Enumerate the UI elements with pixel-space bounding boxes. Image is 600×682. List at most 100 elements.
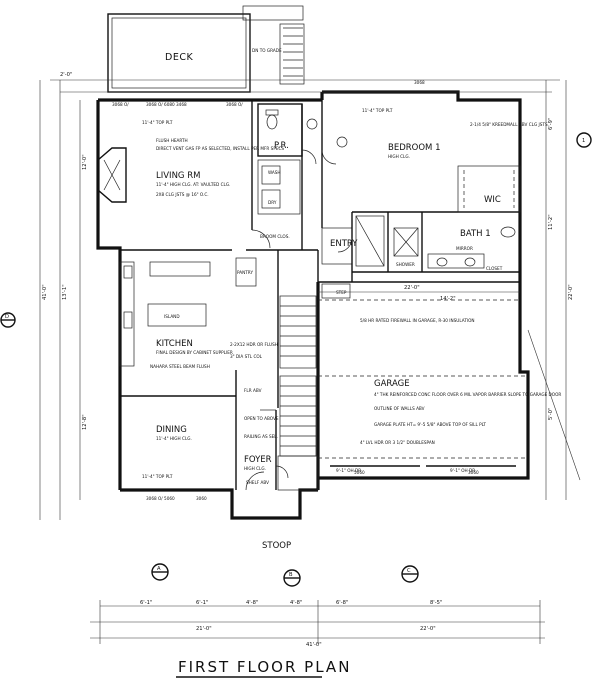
wash-label: WASH bbox=[268, 170, 281, 175]
garage-walls-above bbox=[318, 299, 528, 467]
fireplace bbox=[97, 147, 127, 203]
plan-title: FIRST FLOOR PLAN bbox=[178, 658, 351, 676]
floor-above-note: FLR ABV bbox=[244, 388, 262, 393]
top-dim: 2'-0" bbox=[60, 72, 72, 78]
wic-label: WIC bbox=[484, 195, 501, 205]
section-marker-1: 1 bbox=[576, 132, 592, 148]
window-label-3: 3068 O/ bbox=[226, 102, 243, 107]
broom-closet-label: BROOM CLOS. bbox=[260, 234, 290, 239]
living-top-plate: 11'-4" TOP PLT bbox=[142, 120, 173, 125]
dry-label: DRY bbox=[268, 200, 277, 205]
svg-text:C: C bbox=[407, 568, 411, 574]
header-note: 2-2X12 HDR OR FLUSH bbox=[230, 342, 278, 347]
island-label: ISLAND bbox=[164, 314, 180, 319]
right-dim-f: 11'-2" bbox=[548, 214, 554, 230]
fireplace-note: DIRECT VENT GAS FP AS SELECTED, INSTALL … bbox=[156, 146, 284, 151]
deck-stairs: DN TO GRADE bbox=[242, 5, 305, 85]
toilet bbox=[265, 109, 279, 130]
bedroom-label: BEDROOM 1 bbox=[388, 143, 440, 153]
dining-top-plate: 11'-4" TOP PLT bbox=[142, 474, 173, 479]
firewall-note: 5/8 HR RATED FIREWALL IN GARAGE, R-30 IN… bbox=[360, 318, 475, 323]
bottom-left-dim: 21'-0" bbox=[196, 626, 212, 632]
closet-label: CLOSET bbox=[486, 266, 503, 271]
girder-note: 4" LVL HDR OR 3 1/2" DOUBLESPAN bbox=[360, 440, 435, 445]
mirror-label: MIRROR bbox=[456, 246, 473, 251]
window-label-2: 3068 O/ 6080 3468 bbox=[146, 102, 187, 107]
svg-text:1: 1 bbox=[582, 138, 585, 144]
svg-text:B: B bbox=[289, 572, 293, 578]
bedroom-note: HIGH CLG. bbox=[388, 154, 410, 159]
garage-label: GARAGE bbox=[374, 379, 410, 389]
plate-height-note: GARAGE PLATE HT= 9'-5 5/8" ABOVE TOP OF … bbox=[374, 422, 486, 427]
powder-room-label: P.R. bbox=[274, 141, 289, 151]
section-marker-a: A bbox=[151, 563, 169, 581]
step-label: STEP bbox=[336, 290, 347, 295]
window-label-7: 5060 bbox=[354, 470, 365, 475]
dining-note: 11'-4" HIGH CLG. bbox=[156, 436, 192, 441]
kitchen-cabinets: ISLAND PANTRY bbox=[119, 257, 257, 367]
bath-label: BATH 1 bbox=[460, 229, 491, 239]
exterior-walls bbox=[96, 90, 530, 520]
section-marker-c: C bbox=[401, 565, 419, 583]
deck-label: DECK bbox=[165, 52, 193, 63]
living-rafter-note: 2X8 CLG JSTS @ 16" O.C. bbox=[156, 192, 209, 197]
garage-width-dim: 22'-0" bbox=[404, 285, 420, 291]
window-label-6: 3060 bbox=[196, 496, 207, 501]
left-dim-d: 12'-8" bbox=[82, 414, 88, 430]
bottom-dim-6: 8'-5" bbox=[430, 600, 442, 606]
stoop-label: STOOP bbox=[262, 541, 291, 551]
shelf-note: SHELF ABV bbox=[246, 480, 269, 485]
window-label-1: 3068 O/ bbox=[112, 102, 129, 107]
window-label-4: 3068 bbox=[414, 80, 425, 85]
column-note: 3" DIA STL COL bbox=[230, 354, 263, 359]
bath-fixtures bbox=[355, 215, 516, 269]
dining-label: DINING bbox=[156, 425, 187, 435]
window-label-8: 3060 bbox=[468, 470, 479, 475]
garage-door-1-label: 9'-1" OH DR bbox=[336, 468, 361, 473]
left-total-dim: 41'-0" bbox=[42, 284, 48, 300]
svg-text:A: A bbox=[157, 566, 161, 572]
garage-sub-dim: 14'-2" bbox=[440, 296, 456, 302]
shower-label: SHOWER bbox=[396, 262, 415, 267]
open-to-above-note: OPEN TO ABOVE bbox=[244, 416, 279, 421]
doors bbox=[245, 149, 353, 491]
pantry-label: PANTRY bbox=[237, 270, 253, 275]
bottom-dim-3: 4'-8" bbox=[246, 600, 258, 606]
sink bbox=[306, 118, 318, 130]
section-marker-b: B bbox=[283, 569, 301, 587]
kitchen-note: FINAL DESIGN BY CABINET SUPPLIER bbox=[156, 350, 233, 355]
dimension-lines bbox=[39, 79, 581, 644]
bottom-dim-5: 6'-8" bbox=[336, 600, 348, 606]
entry-label: ENTRY bbox=[330, 239, 358, 249]
bottom-dim-2: 6'-1" bbox=[196, 600, 208, 606]
living-room-note: 11'-4" HIGH CLG. AT: VAULTED CLG. bbox=[156, 182, 230, 187]
bottom-dim-4: 4'-8" bbox=[290, 600, 302, 606]
bedroom-kreed-note: 2-1/4 5/8" KREEDMALL ABV CLG JSTS bbox=[470, 122, 548, 127]
window-label-5: 3068 O/ 5060 bbox=[146, 496, 175, 501]
bedroom-top-plate: 11'-4" TOP PLT bbox=[362, 108, 393, 113]
garage-slab-note: 4" THK REINFORCED CONC FLOOR OVER 6 MIL … bbox=[374, 392, 561, 397]
deck: DECK bbox=[107, 13, 251, 93]
svg-text:D: D bbox=[5, 314, 9, 320]
kitchen-label: KITCHEN bbox=[156, 339, 193, 349]
right-dim-e: 6'-9" bbox=[548, 118, 554, 130]
garage-step: STEP bbox=[321, 283, 351, 299]
bottom-right-dim: 22'-0" bbox=[420, 626, 436, 632]
interior-walls bbox=[120, 100, 521, 491]
left-dim-a: 12'-0" bbox=[82, 154, 88, 170]
living-room-label: LIVING RM bbox=[156, 171, 200, 181]
section-marker-d: D bbox=[0, 312, 16, 328]
right-dim-h: 5'-0" bbox=[548, 408, 554, 420]
flush-hearth-note: FLUSH HEARTH bbox=[156, 138, 188, 143]
right-dim-g: 22'-0" bbox=[568, 284, 574, 300]
main-staircase bbox=[260, 295, 317, 457]
bottom-total-dim: 41'-0" bbox=[306, 642, 322, 648]
railing-note: RAILING AS SEL. bbox=[244, 434, 278, 439]
deck-stair-note: DN TO GRADE bbox=[252, 48, 282, 53]
foyer-note: HIGH CLG. bbox=[244, 466, 266, 471]
garage-door-2-label: 9'-1" OH DR bbox=[450, 468, 475, 473]
left-dim-b: 13'-1" bbox=[62, 284, 68, 300]
bottom-dim-1: 6'-1" bbox=[140, 600, 152, 606]
steel-beam-note: NAHARA STEEL BEAM FLUSH bbox=[150, 364, 210, 369]
